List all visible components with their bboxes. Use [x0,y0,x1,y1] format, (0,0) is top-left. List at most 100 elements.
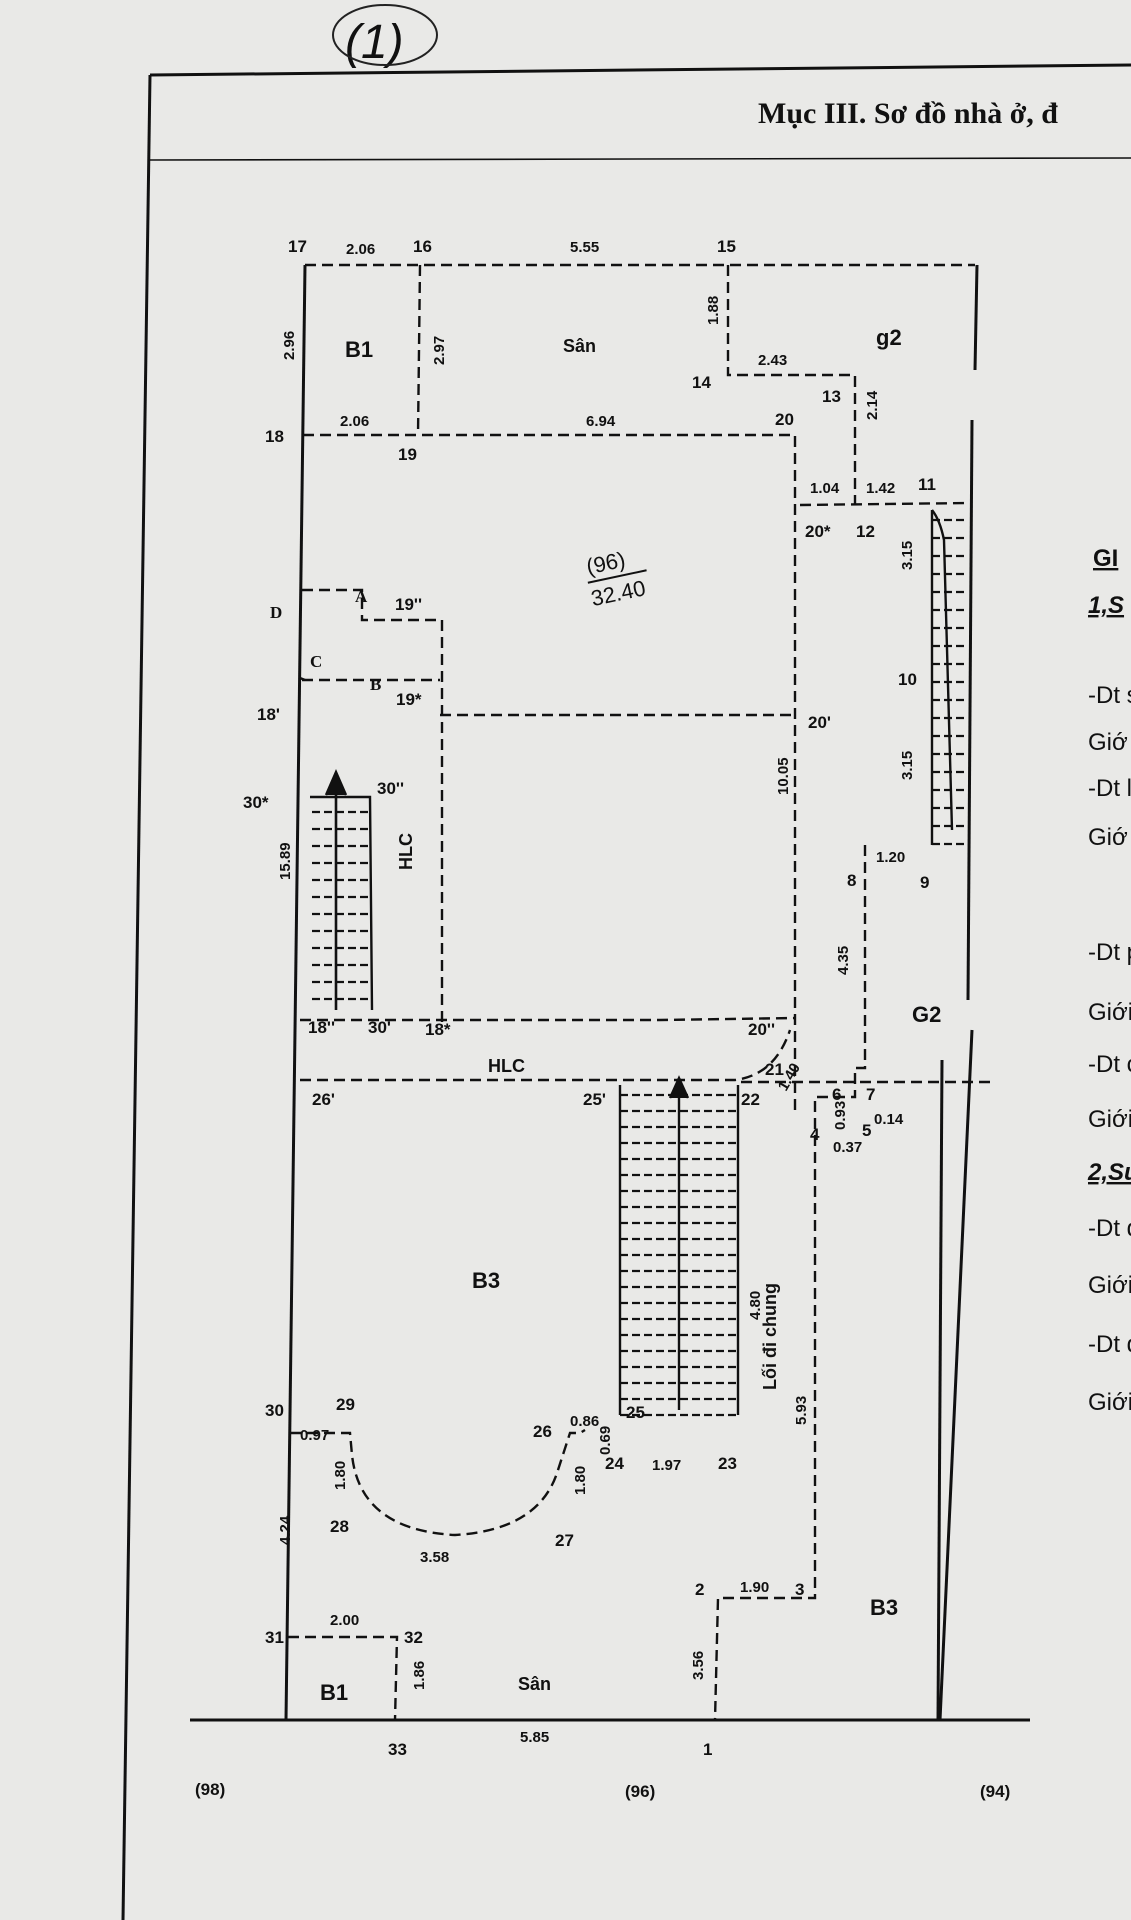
dim-0-37: 0.37 [833,1139,862,1156]
room-g2-small: g2 [876,325,902,350]
point-7: 7 [866,1085,875,1104]
point-33: 33 [388,1740,407,1759]
side-text-line: Giới [1088,999,1131,1026]
point-30p: 30' [368,1018,391,1037]
side-text-line: 2,Su [1087,1159,1131,1186]
point-30: 30 [265,1401,284,1420]
point-13: 13 [822,387,841,406]
point-20pp: 20'' [748,1020,775,1039]
point-14: 14 [692,373,711,392]
room-b3-right: B3 [870,1595,898,1620]
dim-1-88: 1.88 [705,296,722,325]
point-9: 9 [920,873,929,892]
point-3: 3 [795,1580,804,1599]
point-C: C [310,652,322,671]
dashed-boundaries [288,263,990,1721]
dim-4-80: 4.80 [747,1291,764,1320]
point-20p: 20' [808,713,831,732]
point-5: 5 [862,1121,871,1140]
dim-1-80-left: 1.80 [332,1461,349,1490]
point-20-star: 20* [805,522,831,541]
point-19: 19 [398,445,417,464]
dim-15-89: 15.89 [277,842,294,880]
dim-1-20: 1.20 [876,849,905,866]
dim-5-85: 5.85 [520,1729,549,1746]
dim-4-35: 4.35 [835,946,852,975]
point-24: 24 [605,1454,624,1473]
point-6: 6 [832,1085,841,1104]
dim-4-24: 4.24 [277,1515,294,1545]
right-stair-rungs [932,518,968,846]
center-stair [618,1075,740,1415]
dim-2-97: 2.97 [431,336,448,365]
dim-0-86: 0.86 [570,1413,599,1430]
point-17: 17 [288,237,307,256]
point-18-star: 18* [425,1020,451,1039]
point-D: D [270,603,282,622]
dim-1-04: 1.04 [810,480,840,497]
dim-0-97: 0.97 [300,1427,329,1444]
dim-3-58: 3.58 [420,1549,449,1566]
point-labels: 17 16 15 14 13 18 19 20 20* 12 11 D A C … [243,237,936,1759]
right-wall-b3 [936,1059,944,1721]
right-wall-mid [966,419,974,1001]
point-4: 4 [810,1125,820,1144]
right-wall-outer [938,1029,974,1721]
neighbor-right: (94) [980,1782,1010,1801]
dim-1-80-mid: 1.80 [572,1466,589,1495]
dim-1-90: 1.90 [740,1579,769,1596]
point-30-star: 30* [243,793,269,812]
point-A: A [355,587,368,606]
right-wall-top [973,264,979,371]
point-16: 16 [413,237,432,256]
dim-2-06-top: 2.06 [346,241,375,258]
room-corridor: Lối đi chung [760,1283,780,1390]
point-18: 18 [265,427,284,446]
room-labels: B1 Sân g2 G2 HLC HLC B3 B3 Sân B1 Lối đi… [320,325,941,1705]
neighbor-center: (96) [625,1782,655,1801]
dim-3-56: 3.56 [690,1651,707,1680]
section-title: Mục III. Sơ đồ nhà ở, đ [758,97,1058,130]
dim-2-14: 2.14 [864,390,881,420]
point-26: 26 [533,1422,552,1441]
side-text-line: -Dt p [1088,939,1131,966]
side-text-line: -Dt s [1088,682,1131,709]
dimension-labels: 2.06 5.55 2.43 2.06 6.94 1.04 1.42 1.20 … [300,239,905,1746]
dim-0-69: 0.69 [597,1426,614,1455]
point-22: 22 [741,1090,760,1109]
room-b3-left: B3 [472,1268,500,1293]
point-15: 15 [717,237,736,256]
point-30pp: 30'' [377,779,404,798]
point-11: 11 [918,475,936,494]
handwritten-annotation: (1) [345,16,404,69]
point-18p: 18' [257,705,280,724]
dim-2-96: 2.96 [281,331,298,360]
room-b1-bottom: B1 [320,1680,348,1705]
side-text-line: Giớ [1088,824,1128,851]
left-wall [284,264,307,1721]
dimension-labels-vertical: 2.96 2.97 1.88 2.14 3.15 3.15 10.05 15.8… [277,296,916,1690]
side-text-line: Giới [1088,1272,1131,1299]
room-b1-top: B1 [345,337,373,362]
point-B: B [370,675,381,694]
dim-3-15-bottom: 3.15 [899,751,916,780]
point-26p: 26' [312,1090,335,1109]
dim-1-97: 1.97 [652,1457,681,1474]
dim-0-93: 0.93 [832,1101,849,1130]
point-2: 2 [695,1580,704,1599]
dim-6-94: 6.94 [586,413,616,430]
point-8: 8 [847,871,856,890]
left-stair [310,768,374,1011]
frame-header-divider [147,157,1131,161]
side-text-line: Giới [1088,1106,1131,1133]
dim-10-05: 10.05 [775,757,792,795]
point-31: 31 [265,1628,284,1647]
dim-5-93: 5.93 [793,1396,810,1425]
annotation-circle [332,4,438,66]
point-23: 23 [718,1454,737,1473]
point-10: 10 [898,670,917,689]
point-1: 1 [703,1740,712,1759]
